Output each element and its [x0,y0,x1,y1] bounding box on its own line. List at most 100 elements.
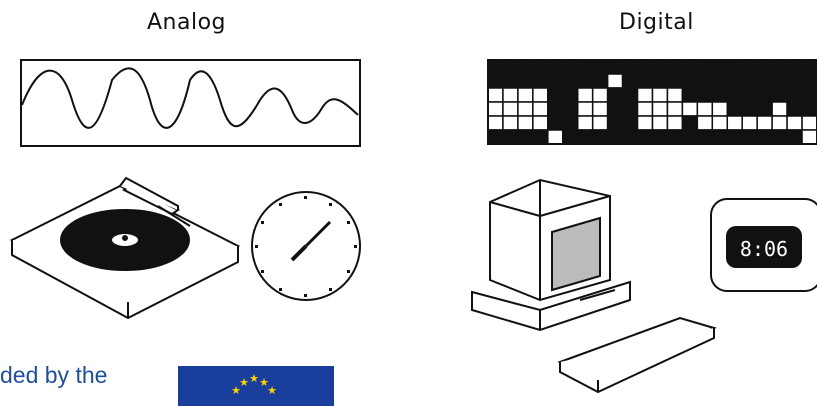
grid-cell [608,102,623,116]
grid-cell [578,102,593,116]
grid-cell [563,88,578,102]
grid-cell [697,102,712,116]
grid-cell [578,116,593,130]
grid-cell [593,60,608,74]
analog-clock-icon [252,192,360,300]
grid-cell [712,130,727,144]
grid-cell [727,116,742,130]
grid-cell [518,60,533,74]
grid-cell [757,88,772,102]
grid-cell [578,88,593,102]
grid-cell [638,116,653,130]
grid-cell [518,88,533,102]
grid-cell [757,116,772,130]
grid-cell [623,102,638,116]
grid-cell [787,102,802,116]
grid-cell [653,74,668,88]
grid-cell [578,60,593,74]
grid-cell [608,74,623,88]
grid-cell [697,74,712,88]
grid-cell [563,60,578,74]
grid-cell [697,130,712,144]
grid-cell [682,60,697,74]
grid-cell [757,74,772,88]
grid-cell [608,130,623,144]
grid-cell [638,88,653,102]
grid-cell [563,116,578,130]
grid-cell [772,60,787,74]
svg-text:★: ★ [249,372,259,385]
grid-cell [682,74,697,88]
grid-cell [742,74,757,88]
grid-cell [548,74,563,88]
grid-cell [623,74,638,88]
grid-cell [787,130,802,144]
analog-wave-panel [21,60,360,146]
grid-cell [653,88,668,102]
grid-cell [503,74,518,88]
grid-cell [548,88,563,102]
grid-cell [667,88,682,102]
grid-cell [787,88,802,102]
eu-flag-icon: ★ ★ ★ ★ ★ [178,366,334,406]
grid-cell [488,60,503,74]
grid-cell [653,102,668,116]
grid-cell [667,102,682,116]
grid-cell [653,130,668,144]
grid-cell [488,102,503,116]
funded-by-text: ded by the [0,362,107,389]
grid-cell [623,116,638,130]
grid-cell [682,102,697,116]
grid-cell [742,60,757,74]
grid-cell [802,88,817,102]
grid-cell [772,74,787,88]
grid-cell [608,60,623,74]
grid-cell [533,88,548,102]
grid-cell [578,74,593,88]
grid-cell [593,74,608,88]
grid-cell [653,60,668,74]
grid-cell [518,102,533,116]
grid-cell [802,74,817,88]
computer-icon [472,180,714,392]
grid-cell [772,130,787,144]
grid-cell [638,102,653,116]
grid-cell [727,130,742,144]
grid-cell [533,130,548,144]
grid-cell [503,88,518,102]
grid-cell [772,88,787,102]
grid-cell [623,60,638,74]
grid-cell [533,74,548,88]
grid-cell [787,74,802,88]
grid-cell [518,116,533,130]
grid-cell [787,116,802,130]
grid-cell [638,60,653,74]
grid-cell [712,102,727,116]
grid-cell [667,60,682,74]
grid-cell [533,116,548,130]
grid-cell [742,88,757,102]
digital-clock-icon: 8:06 [711,199,817,291]
grid-cell [503,130,518,144]
digital-grid-panel [488,60,817,144]
grid-cell [802,130,817,144]
grid-cell [667,130,682,144]
grid-cell [727,74,742,88]
grid-cell [593,116,608,130]
grid-cell [757,60,772,74]
grid-cell [727,102,742,116]
grid-cell [787,60,802,74]
grid-cell [533,102,548,116]
grid-cell [608,88,623,102]
grid-cell [503,60,518,74]
grid-cell [742,102,757,116]
grid-cell [772,102,787,116]
grid-cell [682,88,697,102]
grid-cell [563,130,578,144]
grid-cell [667,74,682,88]
grid-cell [503,116,518,130]
grid-cell [623,88,638,102]
grid-cell [488,88,503,102]
turntable-icon [12,178,238,318]
svg-text:★: ★ [267,384,277,397]
